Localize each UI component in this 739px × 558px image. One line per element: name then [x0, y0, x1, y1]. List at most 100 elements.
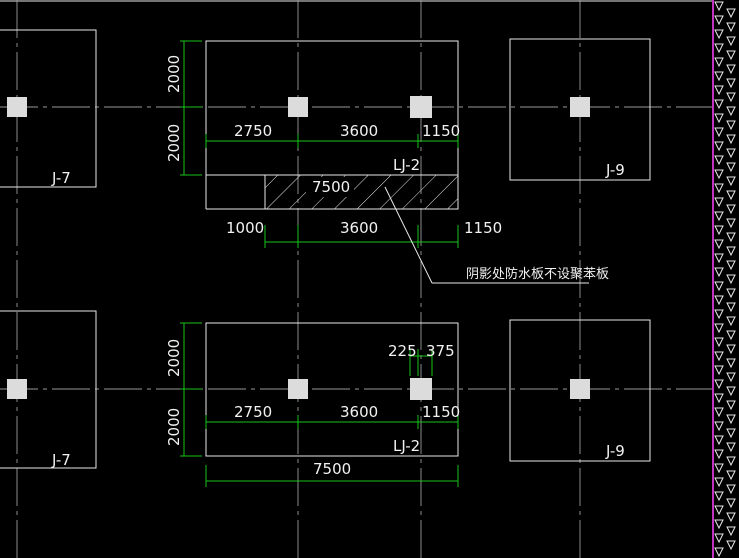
column-square-icon[interactable]	[7, 97, 27, 117]
border-triangle-mark	[714, 351, 724, 362]
border-triangle-mark	[726, 372, 736, 383]
border-triangle-mark	[714, 337, 724, 348]
border-triangle-mark	[714, 365, 724, 376]
dimensions-top: 2000 2000 2750 3600 1150 1000 3600 1150	[165, 40, 502, 248]
footing-lj2-bottom[interactable]: LJ-2	[205, 322, 459, 457]
column-square-icon[interactable]	[570, 379, 590, 399]
border-triangle-mark	[714, 309, 724, 320]
dim-label-vertical-lower: 2000	[165, 124, 183, 162]
border-triangle-mark	[726, 218, 736, 229]
border-triangle-mark	[726, 64, 736, 75]
footing-label: J-9	[605, 442, 625, 460]
footing-label: J-7	[51, 169, 71, 187]
annotation-leader[interactable]: 阴影处防水板不设聚苯板	[384, 186, 609, 284]
dim-label: 1000	[226, 219, 264, 237]
footing-j7-bottom[interactable]: J-7	[0, 310, 97, 469]
footing-label: LJ-2	[393, 156, 420, 174]
border-triangle-mark	[714, 463, 724, 474]
hatch-fill	[264, 174, 459, 210]
column-square-icon[interactable]	[410, 96, 432, 118]
border-triangle-mark	[726, 428, 736, 439]
dim-label: 1150	[422, 403, 460, 421]
border-triangle-mark	[726, 274, 736, 285]
border-triangle-mark	[726, 344, 736, 355]
column-square-icon[interactable]	[288, 97, 308, 117]
border-triangle-mark	[714, 435, 724, 446]
hatched-area[interactable]: 7500	[264, 174, 459, 210]
border-triangle-mark	[714, 211, 724, 222]
border-triangle-mark	[714, 85, 724, 96]
hatch-label-mask	[306, 177, 354, 197]
triangle-pattern-border-icon	[712, 0, 736, 558]
border-triangle-mark	[714, 127, 724, 138]
border-triangle-mark	[714, 239, 724, 250]
border-triangle-mark	[726, 540, 736, 551]
footing-j9-top[interactable]: J-9	[509, 38, 651, 181]
dim-label-vertical-upper: 2000	[165, 55, 183, 93]
footing-label: LJ-2	[393, 437, 420, 455]
border-triangle-mark	[726, 162, 736, 173]
border-triangle-mark	[714, 29, 724, 40]
footing-j9-bottom[interactable]: J-9	[509, 319, 651, 462]
border-triangle-mark	[714, 533, 724, 544]
border-triangle-mark	[726, 36, 736, 47]
border-triangle-mark	[726, 400, 736, 411]
border-triangle-mark	[726, 92, 736, 103]
border-triangle-mark	[726, 176, 736, 187]
border-triangle-mark	[726, 8, 736, 19]
dim-label: 225	[388, 342, 417, 360]
border-triangle-mark	[726, 484, 736, 495]
border-triangle-mark	[714, 295, 724, 306]
columns	[7, 96, 590, 400]
border-triangle-mark	[726, 148, 736, 159]
border-triangle-mark	[726, 260, 736, 271]
footing-outline	[509, 319, 651, 462]
border-triangle-mark	[714, 393, 724, 404]
border-triangle-mark	[714, 253, 724, 264]
hatch-length-label: 7500	[312, 178, 350, 196]
dim-label: 375	[426, 342, 455, 360]
border-triangle-mark	[714, 183, 724, 194]
border-triangle-mark	[714, 505, 724, 516]
border-triangle-mark	[726, 106, 736, 117]
border-triangle-mark	[726, 134, 736, 145]
border-triangle-mark	[714, 169, 724, 180]
border-triangle-mark	[726, 442, 736, 453]
border-triangle-mark	[726, 22, 736, 33]
footing-outline	[0, 29, 97, 188]
border-triangle-mark	[714, 99, 724, 110]
border-triangle-mark	[714, 197, 724, 208]
border-triangle-mark	[726, 512, 736, 523]
border-triangle-mark	[726, 246, 736, 257]
border-triangle-mark	[726, 330, 736, 341]
border-triangle-mark	[726, 470, 736, 481]
dim-label: 2750	[234, 403, 272, 421]
dim-label: 2750	[234, 122, 272, 140]
dim-label: 3600	[340, 403, 378, 421]
border-triangle-mark	[726, 456, 736, 467]
column-square-icon[interactable]	[410, 378, 432, 400]
border-triangle-mark	[714, 71, 724, 82]
footing-label: J-7	[51, 451, 71, 469]
dimensions-bottom: 2000 2000 225 375 2750 3600 1150 7500	[165, 322, 460, 487]
border-triangle-mark	[726, 498, 736, 509]
axis-grid	[0, 0, 713, 558]
column-square-icon[interactable]	[570, 97, 590, 117]
border-triangle-mark	[714, 379, 724, 390]
footing-j7-top[interactable]: J-7	[0, 29, 97, 188]
border-triangle-mark	[714, 155, 724, 166]
border-triangle-mark	[714, 449, 724, 460]
column-square-icon[interactable]	[7, 379, 27, 399]
border-triangle-mark	[726, 190, 736, 201]
border-triangle-mark	[714, 57, 724, 68]
border-triangle-mark	[726, 358, 736, 369]
border-triangle-mark	[726, 386, 736, 397]
dim-label: 1150	[464, 219, 502, 237]
footing-label: J-9	[605, 161, 625, 179]
border-triangle-mark	[726, 414, 736, 425]
footing-outline	[509, 38, 651, 181]
column-square-icon[interactable]	[288, 379, 308, 399]
border-triangle-mark	[726, 50, 736, 61]
